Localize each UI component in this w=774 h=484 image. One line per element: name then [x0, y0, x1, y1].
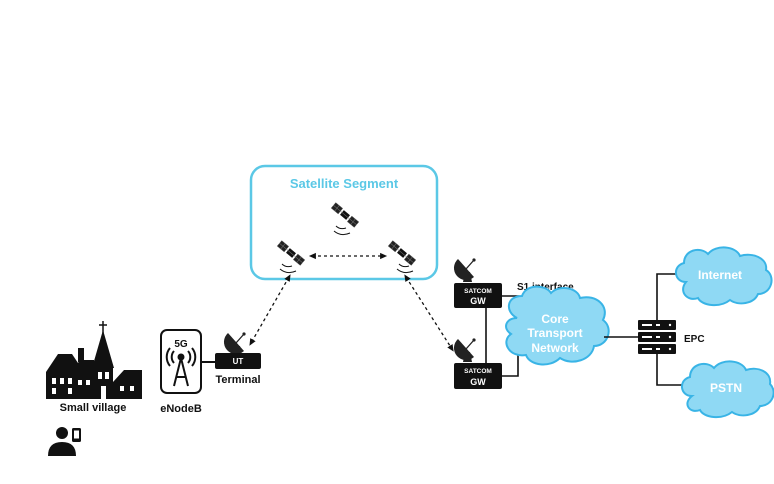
ut-box — [215, 353, 261, 369]
antenna-icon — [165, 347, 197, 387]
enodeb-badge: 5G — [174, 339, 188, 350]
ut-box-text: UT — [233, 357, 244, 366]
dish-icon — [223, 331, 247, 357]
epc-cloud-links — [656, 273, 684, 386]
village-label: Small village — [60, 402, 127, 414]
core-network-line1: Core — [541, 312, 569, 326]
ut-terminal-label: Terminal — [215, 374, 260, 386]
core-network-cloud — [505, 285, 610, 366]
gateway-line1: SATCOM — [464, 368, 492, 375]
gateway-box — [454, 363, 502, 389]
person-icon — [48, 427, 76, 456]
signal-arcs — [279, 263, 297, 274]
gateway-line1: SATCOM — [464, 288, 492, 295]
satellite-segment-title: Satellite Segment — [290, 176, 399, 191]
satellite-ut-link — [249, 274, 291, 346]
pstn-label: PSTN — [710, 381, 742, 395]
satellite-segment-box — [249, 164, 439, 281]
house-icon — [46, 348, 94, 399]
dish-icon — [453, 257, 477, 283]
house-icon — [113, 370, 142, 399]
pstn-cloud — [681, 360, 774, 418]
dish-icon — [453, 337, 477, 363]
gateway-line2: GW — [470, 296, 486, 306]
gateway-line2: GW — [470, 377, 486, 387]
server-rack-icon — [638, 320, 676, 354]
epc-label: EPC — [684, 334, 705, 345]
core-network-line2: Transport — [527, 326, 582, 340]
phone-icon — [72, 428, 81, 442]
core-network-line3: Network — [531, 341, 579, 355]
internet-label: Internet — [698, 268, 742, 282]
village-windows — [52, 372, 134, 399]
signal-arcs — [396, 263, 414, 274]
satellite-gateway-link — [404, 274, 454, 352]
enodeb-label: eNodeB — [160, 403, 202, 415]
internet-cloud — [675, 246, 773, 306]
signal-arcs — [333, 225, 351, 236]
gateway-box — [454, 283, 502, 308]
